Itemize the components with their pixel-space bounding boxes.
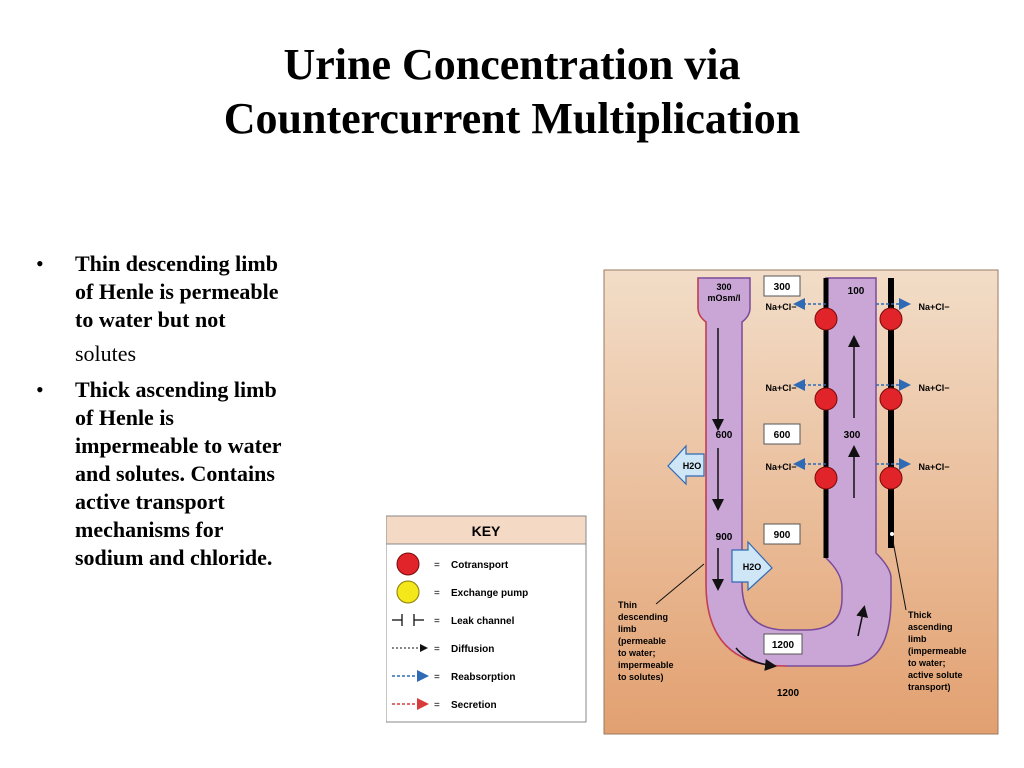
- interstitial-value: 600: [774, 430, 791, 441]
- interstitial-box: [763, 275, 801, 297]
- key-item-label: Reabsorption: [451, 672, 515, 683]
- key-panel: KEY = Cotransport = Exchange pump = Leak…: [385, 515, 587, 723]
- caption-line: to water;: [908, 658, 946, 668]
- bullet-item: Thick ascending limb of Henle is imperme…: [30, 376, 350, 572]
- wall-marker-dot: [890, 532, 894, 536]
- bullet-line: of Henle is: [75, 405, 174, 430]
- ion-label: Na+Cl−: [765, 462, 796, 472]
- caption-line: Thick: [908, 610, 933, 620]
- bullet-item: Thin descending limb of Henle is permeab…: [30, 250, 350, 368]
- caption-line: impermeable: [618, 660, 674, 670]
- bullet-line: solutes: [75, 341, 137, 366]
- thin-limb-caption: Thin descending limb (permeable to water…: [618, 600, 674, 682]
- cotransport-pump: [879, 387, 903, 411]
- key-equals: =: [434, 700, 440, 711]
- ascending-label-100: 100: [848, 286, 865, 297]
- cotransport-pump: [814, 307, 838, 331]
- bottom-label-1200: 1200: [777, 688, 800, 699]
- caption-line: to solutes): [618, 672, 664, 682]
- bottom-flow-arrow: [735, 647, 777, 671]
- interstitial-box: [763, 423, 801, 445]
- title-line-2: Countercurrent Multiplication: [223, 94, 801, 143]
- ascending-label-300: 300: [844, 430, 861, 441]
- water-arrow-shape: [667, 444, 705, 486]
- ion-label: Na+Cl−: [765, 302, 796, 312]
- key-item-label: Leak channel: [451, 616, 515, 627]
- cotransport-key-icon: [396, 552, 420, 576]
- water-label: H2O: [743, 562, 762, 572]
- key-equals: =: [434, 588, 440, 599]
- descending-label-units: mOsm/l: [707, 293, 740, 303]
- interstitial-box: [763, 633, 803, 655]
- title-line-1: Urine Concentration via: [283, 40, 741, 89]
- loop-of-henle-diagram: 300 mOsm/l 600 900 100 300 1200 300 600 …: [385, 268, 1002, 743]
- transport-row: Na+Cl− Na+Cl−: [765, 458, 950, 490]
- caption-line: (impermeable: [908, 646, 967, 656]
- key-equals: =: [434, 644, 440, 655]
- descending-limb-wall: [697, 278, 787, 667]
- thin-limb-pointer: [655, 563, 705, 605]
- key-equals: =: [434, 616, 440, 627]
- transport-row: Na+Cl− Na+Cl−: [765, 379, 950, 411]
- water-efflux-arrow: H2O: [731, 540, 773, 592]
- bullet-line: sodium and chloride.: [75, 545, 273, 570]
- interstitial-box: [763, 523, 801, 545]
- water-label: H2O: [683, 461, 702, 471]
- caption-line: descending: [618, 612, 668, 622]
- bullet-line: Thin descending limb: [75, 251, 278, 276]
- caption-line: (permeable: [618, 636, 666, 646]
- key-frame: [385, 515, 587, 723]
- cotransport-pump: [814, 466, 838, 490]
- water-arrow-shape: [731, 540, 773, 592]
- descending-label-600: 600: [716, 430, 733, 441]
- key-item-label: Exchange pump: [451, 588, 528, 599]
- key-item-label: Secretion: [451, 700, 497, 711]
- caption-line: ascending: [908, 622, 953, 632]
- exchange-pump-key-icon: [396, 580, 420, 604]
- ion-label: Na+Cl−: [918, 462, 949, 472]
- bullet-line: to water but not: [75, 307, 226, 332]
- interstitial-value: 300: [774, 282, 791, 293]
- caption-line: to water;: [618, 648, 656, 658]
- bullet-line: and solutes. Contains: [75, 461, 275, 486]
- cotransport-pump: [879, 307, 903, 331]
- water-efflux-arrow: H2O: [667, 444, 705, 486]
- descending-label-300: 300: [716, 282, 731, 292]
- slide-title: Urine Concentration via Countercurrent M…: [0, 38, 1024, 146]
- leak-channel-key-icon: [392, 614, 424, 626]
- bullet-line: active transport: [75, 489, 225, 514]
- bullet-line: Thick ascending limb: [75, 377, 277, 402]
- bullet-line: impermeable to water: [75, 433, 282, 458]
- caption-line: Thin: [618, 600, 637, 610]
- bullet-list: Thin descending limb of Henle is permeab…: [30, 250, 350, 580]
- bullet-line: of Henle is permeable: [75, 279, 279, 304]
- ion-label: Na+Cl−: [918, 383, 949, 393]
- cotransport-pump: [879, 466, 903, 490]
- descending-label-900: 900: [716, 532, 733, 543]
- caption-line: transport): [908, 682, 951, 692]
- transport-row: Na+Cl− Na+Cl−: [765, 298, 950, 331]
- caption-line: limb: [618, 624, 637, 634]
- key-equals: =: [434, 560, 440, 571]
- bullet-line: mechanisms for: [75, 517, 224, 542]
- thick-limb-caption: Thick ascending limb (impermeable to wat…: [908, 610, 967, 692]
- key-equals: =: [434, 672, 440, 683]
- key-item-label: Diffusion: [451, 644, 494, 655]
- cotransport-pump: [814, 387, 838, 411]
- ion-label: Na+Cl−: [765, 383, 796, 393]
- ascending-flow-arrow: [856, 605, 868, 637]
- thick-limb-pointer: [891, 535, 907, 611]
- key-header: [385, 515, 587, 545]
- key-title: KEY: [472, 523, 501, 539]
- ion-label: Na+Cl−: [918, 302, 949, 312]
- interstitial-value: 1200: [772, 640, 795, 651]
- caption-line: active solute: [908, 670, 963, 680]
- interstitial-value: 900: [774, 530, 791, 541]
- caption-line: limb: [908, 634, 927, 644]
- key-item-label: Cotransport: [451, 560, 509, 571]
